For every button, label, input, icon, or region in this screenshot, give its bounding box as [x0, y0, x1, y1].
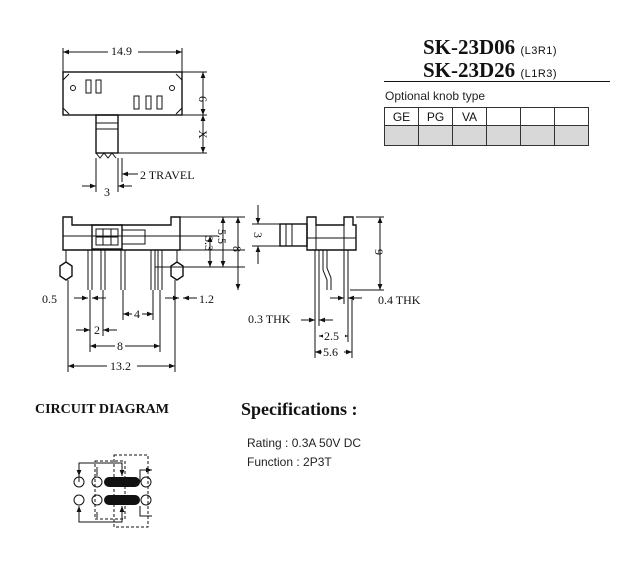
front-view: 3.3 5.5 8 0.5 1.2 4 2 8 13.2: [42, 216, 245, 373]
spec-rating: Rating : 0.3A 50V DC: [247, 436, 362, 450]
front-contact-grid: [95, 228, 119, 246]
dim-8-span: 8: [117, 339, 123, 353]
top-rivet-right: [169, 85, 175, 91]
specifications-title: Specifications :: [241, 399, 358, 419]
side-body-lines: [307, 225, 356, 250]
dim-label-bg: [107, 358, 137, 372]
dim-x: X: [196, 130, 210, 139]
front-tab-left: [59, 261, 73, 281]
front-pin: [120, 250, 126, 290]
dim-label-bg: [132, 307, 142, 320]
knob-blank-cell: [384, 125, 419, 146]
top-rivet-left: [70, 85, 76, 91]
dim-extension: [343, 290, 349, 304]
side-body-outline: [306, 216, 357, 251]
front-pin: [157, 250, 163, 290]
dim-4: 4: [134, 307, 140, 321]
circuit-terminal: [140, 494, 152, 506]
spec-function: Function : 2P3T: [247, 455, 332, 469]
circuit-terminal: [73, 494, 85, 506]
dim-extension: [314, 290, 353, 358]
part-number-2: SK-23D26 (L1R3): [423, 58, 557, 83]
dim-label-bg: [323, 329, 345, 342]
knob-blank-cell: [452, 125, 487, 146]
dim-6: 6: [196, 96, 210, 102]
side-knob: [279, 223, 308, 247]
dim-label-bg: [108, 44, 138, 58]
part-config-1: (L3R1): [520, 45, 558, 57]
top-knob-ribs: [96, 122, 118, 130]
top-body-outline: [62, 71, 183, 116]
top-slot-4: [145, 95, 152, 110]
dim-0-3-thk: 0.3 THK: [248, 312, 291, 326]
dim-label-bg: [322, 345, 344, 358]
side-view: 3 9 0.4 THK 0.3 THK 2.5 5.6: [248, 205, 421, 359]
top-slot-1: [85, 79, 92, 94]
dim-3-3: 3.3: [202, 236, 216, 251]
top-slot-5: [156, 95, 163, 110]
dim-side-3: 3: [251, 232, 265, 238]
dim-14-9: 14.9: [111, 44, 132, 58]
dim-5-5: 5.5: [215, 229, 229, 244]
part-number-1: SK-23D06 (L3R1): [423, 35, 557, 60]
front-slider: [121, 229, 146, 245]
knob-blank-cell: [520, 125, 555, 146]
dim-3-knob: 3: [104, 185, 110, 199]
front-tab-right: [170, 261, 184, 281]
circuit-terminal: [91, 494, 103, 506]
part-model-1: SK-23D06: [423, 35, 516, 59]
knob-blank-cell: [418, 125, 453, 146]
circuit-slider-contact: [104, 495, 140, 505]
front-body-outline: [62, 216, 181, 251]
side-knob-ribs: [285, 224, 293, 246]
circuit-slider-contact: [104, 477, 140, 487]
circuit-terminal: [91, 476, 103, 488]
dim-8-height: 8: [230, 246, 244, 252]
knob-table-title: Optional knob type: [385, 89, 486, 103]
side-pin: [322, 250, 332, 290]
knob-type-table: GE PG VA: [384, 107, 589, 146]
circuit-wire: [78, 506, 152, 523]
side-pin: [343, 250, 349, 290]
title-rule: [384, 81, 610, 82]
circuit-terminal: [73, 476, 85, 488]
front-pin: [150, 250, 156, 290]
dim-0-5: 0.5: [42, 292, 57, 306]
dim-side-9: 9: [372, 249, 386, 255]
front-pin: [87, 250, 93, 290]
top-corner-marks: [62, 73, 183, 115]
circuit-diagram: [73, 454, 152, 528]
top-slot-3: [133, 95, 140, 110]
top-knob: [95, 114, 119, 154]
dim-extension: [67, 280, 176, 372]
top-view: 14.9 6 X 3 2 TRAVEL: [62, 44, 210, 199]
dim-0-4-thk: 0.4 THK: [378, 293, 421, 307]
knob-blank-cell: [554, 125, 589, 146]
circuit-dashed-frame: [94, 460, 126, 520]
circuit-dashed-frame: [113, 454, 149, 528]
dim-1-2: 1.2: [199, 292, 214, 306]
part-model-2: SK-23D26: [423, 58, 516, 82]
side-pin: [314, 250, 320, 290]
circuit-diagram-title: CIRCUIT DIAGRAM: [35, 402, 169, 417]
top-slot-2: [95, 79, 102, 94]
dim-2: 2: [94, 323, 100, 337]
dim-label-bg: [115, 339, 125, 352]
knob-type-cell: GE: [384, 107, 419, 126]
top-knob-tip: [95, 152, 117, 159]
dim-2-5: 2.5: [324, 329, 339, 343]
circuit-terminal: [140, 476, 152, 488]
part-config-2: (L1R3): [520, 68, 558, 80]
dim-13-2: 13.2: [110, 359, 131, 373]
dim-travel: 2 TRAVEL: [140, 168, 195, 182]
dim-5-6: 5.6: [323, 345, 338, 359]
front-pin: [100, 250, 106, 290]
